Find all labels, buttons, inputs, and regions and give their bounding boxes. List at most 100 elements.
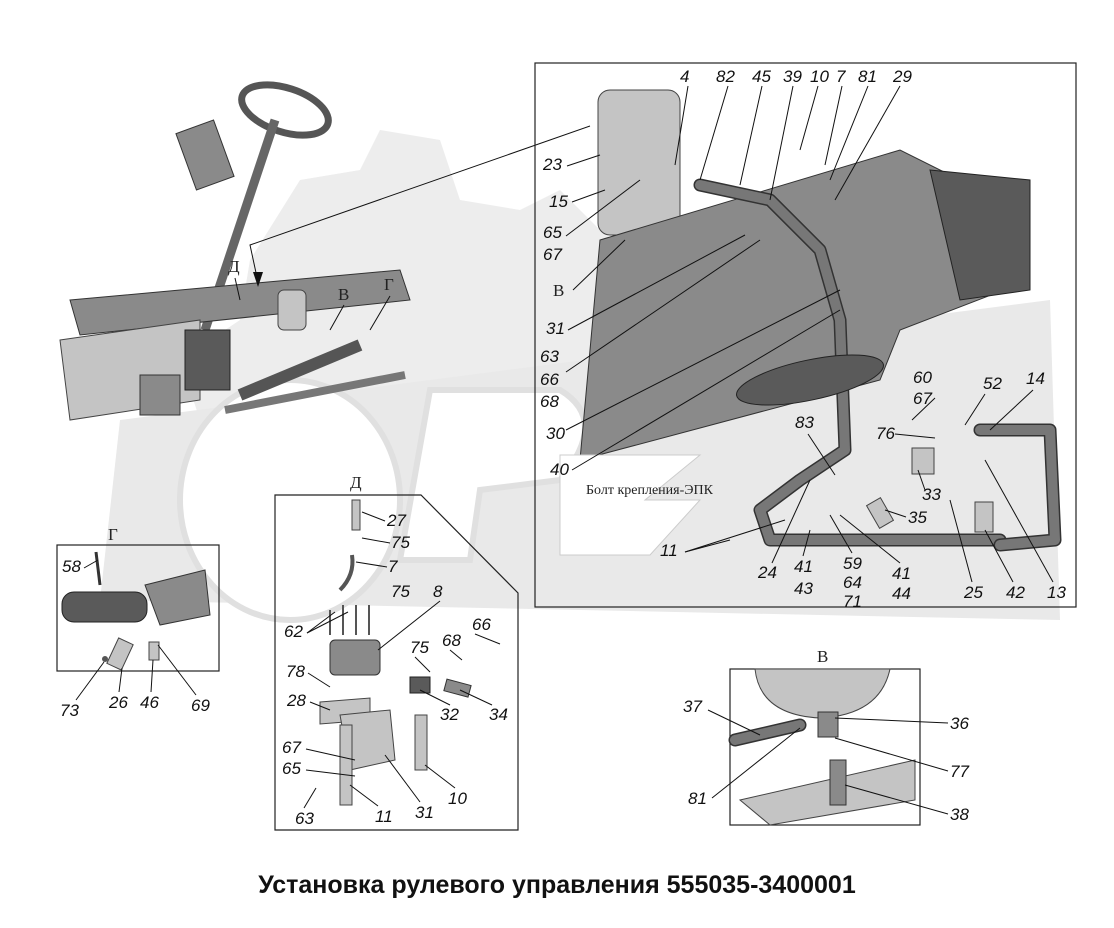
nut-32 [409, 676, 431, 694]
drag-link [224, 371, 406, 414]
view-letter-d: Д [228, 257, 240, 276]
callout: 67 [913, 389, 932, 408]
pin-27 [351, 499, 361, 531]
power-cylinder [237, 339, 363, 401]
callout: 39 [783, 67, 802, 86]
callout: 33 [922, 485, 941, 504]
fitting-42 [974, 501, 994, 533]
callout: 83 [795, 413, 814, 432]
view-letter-v-box: В [817, 647, 828, 666]
callout: 71 [843, 592, 862, 611]
main-leaders [565, 85, 1054, 583]
callout: 27 [386, 511, 406, 530]
main-detail-parts [559, 89, 1062, 556]
callout: 23 [542, 155, 562, 174]
callout: 78 [286, 662, 305, 681]
callout: 76 [876, 424, 895, 443]
callout: 58 [62, 557, 81, 576]
callout: 40 [550, 460, 569, 479]
callout: 67 [543, 245, 562, 264]
callout: 44 [892, 584, 911, 603]
diagram-title: Установка рулевого управления 555035-340… [258, 871, 856, 899]
detail-d-callouts: 27 75 7 75 8 62 66 68 75 78 32 34 28 67 … [282, 511, 508, 828]
tank-bottom [754, 668, 891, 719]
callout: 8 [433, 582, 443, 601]
callout: 43 [794, 579, 813, 598]
reservoir-tank [597, 89, 681, 236]
frame-rail [69, 269, 411, 336]
frame-crossmember [929, 169, 1031, 301]
main-detail-frame [534, 62, 1077, 608]
callout: 25 [963, 583, 983, 602]
callout: 65 [543, 223, 562, 242]
tube-10 [414, 714, 428, 771]
fitting-33 [911, 447, 935, 475]
fitting-36 [817, 711, 839, 738]
callout: 63 [295, 809, 314, 828]
detail-g-callouts: 58 73 26 46 69 [60, 557, 210, 720]
note-bolt-epk: Болт крепления-ЭПК [586, 483, 714, 498]
cylinder-body [736, 354, 884, 406]
callout: 42 [1006, 583, 1025, 602]
callout: 65 [282, 759, 301, 778]
callout: 32 [440, 705, 459, 724]
callout: 52 [983, 374, 1002, 393]
callout: 34 [489, 705, 508, 724]
callout: 10 [448, 789, 467, 808]
callout: 81 [858, 67, 877, 86]
callout: 66 [472, 615, 491, 634]
callout: 67 [282, 738, 301, 757]
callout: 41 [892, 564, 911, 583]
detail-g-parts [61, 551, 211, 671]
overview-assembly: Д В Г [59, 81, 591, 421]
tube-11 [339, 724, 353, 806]
detail-d-parts [319, 499, 472, 806]
valve-body-8 [329, 639, 381, 676]
callout: 69 [191, 696, 210, 715]
view-letter-g-box: Г [108, 525, 118, 544]
callout: 68 [442, 631, 461, 650]
callout: 7 [388, 557, 398, 576]
callout: 82 [716, 67, 735, 86]
callout: 75 [391, 533, 410, 552]
callout: 41 [794, 557, 813, 576]
boot [61, 591, 148, 623]
callout: 59 [843, 554, 862, 573]
steering-gear [184, 329, 231, 391]
callout: 64 [843, 573, 862, 592]
callout: 36 [950, 714, 969, 733]
callout: 14 [1026, 369, 1045, 388]
detail-frame-d [274, 494, 519, 831]
detail-v-callouts: 37 36 77 81 38 [683, 697, 969, 824]
callout: 66 [540, 370, 559, 389]
view-letter-v: В [338, 285, 349, 304]
callout: 46 [140, 693, 159, 712]
callout: 15 [549, 192, 568, 211]
callout: 31 [415, 803, 434, 822]
note-box [559, 454, 702, 556]
steering-wheel [238, 81, 332, 139]
callout: 24 [757, 563, 777, 582]
reservoir [277, 289, 307, 331]
clip-7 [338, 554, 355, 592]
callout: 7 [836, 67, 846, 86]
tube-38 [829, 759, 847, 806]
callout: 4 [680, 67, 689, 86]
callout: 37 [683, 697, 702, 716]
view-letter-g: Г [384, 275, 394, 294]
frame-rail-v [738, 759, 916, 826]
callout: 68 [540, 392, 559, 411]
callout: 77 [950, 762, 969, 781]
callout: 60 [913, 368, 932, 387]
view-letter-d-box: Д [350, 473, 362, 492]
callout: 30 [546, 424, 565, 443]
spring-34 [443, 678, 472, 698]
sleeve [106, 637, 134, 671]
detail-frame-g [56, 544, 220, 672]
pedal-bracket [175, 119, 235, 191]
callout: 13 [1047, 583, 1066, 602]
ball-joint [144, 569, 211, 626]
callout: 35 [908, 508, 927, 527]
callout: 63 [540, 347, 559, 366]
